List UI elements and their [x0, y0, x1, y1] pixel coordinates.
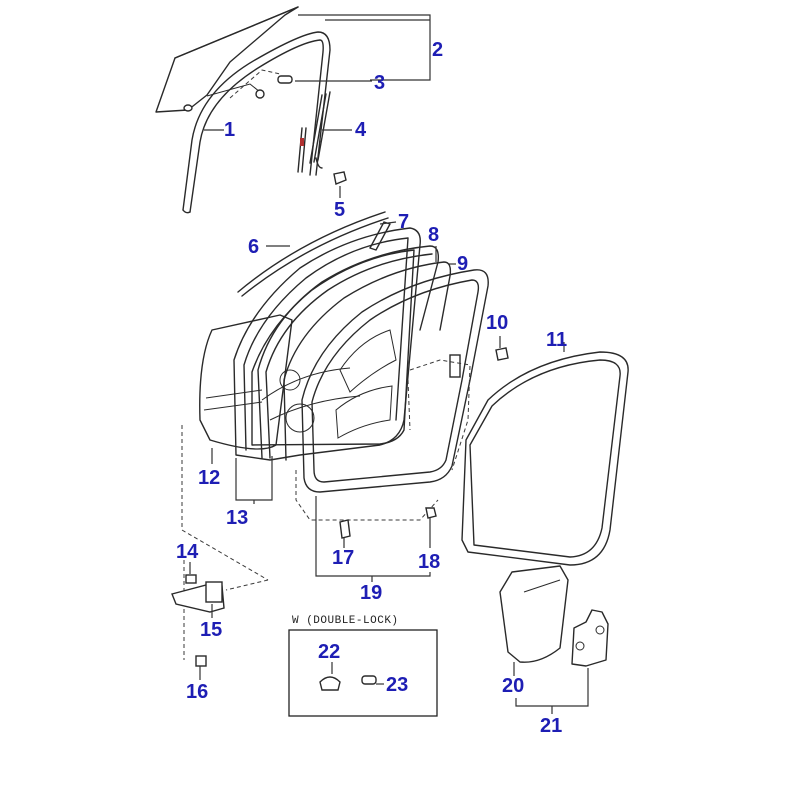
glass-run-channel — [182, 31, 331, 213]
callout-3: 3 — [374, 72, 386, 94]
door-weatherstrip-8b — [265, 253, 433, 459]
inset-box-title: W (DOUBLE-LOCK) — [292, 615, 399, 627]
callout-13: 13 — [226, 507, 249, 529]
cover-detail — [523, 579, 561, 593]
door-trim — [251, 249, 415, 446]
callout-4: 4 — [355, 119, 367, 141]
dash-line — [225, 579, 269, 591]
lock-screw — [361, 675, 377, 685]
callout-16: 16 — [186, 681, 209, 703]
door-inner-frame — [233, 227, 421, 461]
glass-dash — [229, 69, 281, 99]
trim-cutout — [279, 369, 301, 391]
callout-14: 14 — [176, 541, 199, 563]
callout-11: 11 — [546, 329, 568, 351]
leader-13 — [235, 456, 273, 504]
callout-23: 23 — [386, 674, 409, 696]
leader-19 — [315, 496, 431, 582]
inset-box — [288, 629, 438, 717]
callout-8: 8 — [428, 224, 440, 246]
callout-6: 6 — [248, 236, 260, 258]
trim-detail — [261, 367, 361, 421]
panel-cutout — [335, 385, 393, 439]
belt-molding — [237, 211, 389, 297]
callout-19: 19 — [360, 582, 383, 604]
check-bolt — [185, 574, 197, 584]
cover-hole — [595, 625, 605, 635]
upper-belt-strip — [369, 221, 391, 251]
callout-9: 9 — [457, 253, 469, 275]
service-hole-cover — [499, 565, 569, 663]
callout-20: 20 — [502, 675, 525, 697]
glass-clip — [277, 75, 293, 84]
division-bar-front — [297, 127, 307, 173]
dash-line — [181, 425, 269, 581]
lower-clip — [339, 519, 351, 539]
callout-18: 18 — [418, 551, 441, 573]
dash-line — [407, 379, 411, 431]
lock-knob — [319, 676, 341, 691]
channel-end — [182, 209, 191, 214]
division-bar — [309, 91, 331, 169]
body-weatherstrip-inner — [469, 359, 621, 558]
body-weatherstrip — [461, 351, 629, 566]
hinge-bolt — [195, 655, 207, 667]
glass-bracket — [206, 83, 261, 97]
door-outer-panel — [199, 314, 293, 450]
callout-17: 17 — [332, 547, 355, 569]
callout-21: 21 — [540, 715, 563, 737]
latch — [449, 354, 461, 378]
callout-1: 1 — [224, 119, 236, 141]
trim-cutout — [285, 403, 315, 433]
door-weatherstrip-8 — [257, 245, 440, 459]
callout-2: 2 — [432, 39, 444, 61]
glass-top-edge — [174, 6, 299, 59]
lower-screw — [425, 507, 437, 519]
door-glass — [155, 6, 299, 113]
door-weatherstrip-9 — [283, 261, 452, 461]
service-hole-cover-small — [571, 609, 609, 667]
callout-5: 5 — [334, 199, 346, 221]
door-inner-frame-inner — [243, 237, 409, 451]
glass-bolt — [183, 104, 193, 112]
callout-7: 7 — [398, 211, 410, 233]
clip — [495, 347, 509, 361]
glass-bolt — [255, 89, 265, 99]
leader-7 — [379, 221, 397, 225]
door-outer-crease — [203, 389, 263, 411]
callout-10: 10 — [486, 312, 509, 334]
red-mark — [300, 138, 304, 146]
cover-hole — [575, 641, 585, 651]
callout-15: 15 — [200, 619, 223, 641]
bolt — [333, 171, 347, 185]
panel-cutout — [339, 329, 397, 393]
door-opening-weatherstrip-inner — [311, 279, 480, 483]
dash-line — [409, 359, 471, 471]
leader-2 — [298, 14, 431, 81]
door-opening-weatherstrip — [301, 269, 489, 493]
hinge-body — [205, 581, 223, 603]
callout-22: 22 — [318, 641, 341, 663]
leader-21 — [515, 668, 589, 714]
callout-12: 12 — [198, 467, 221, 489]
